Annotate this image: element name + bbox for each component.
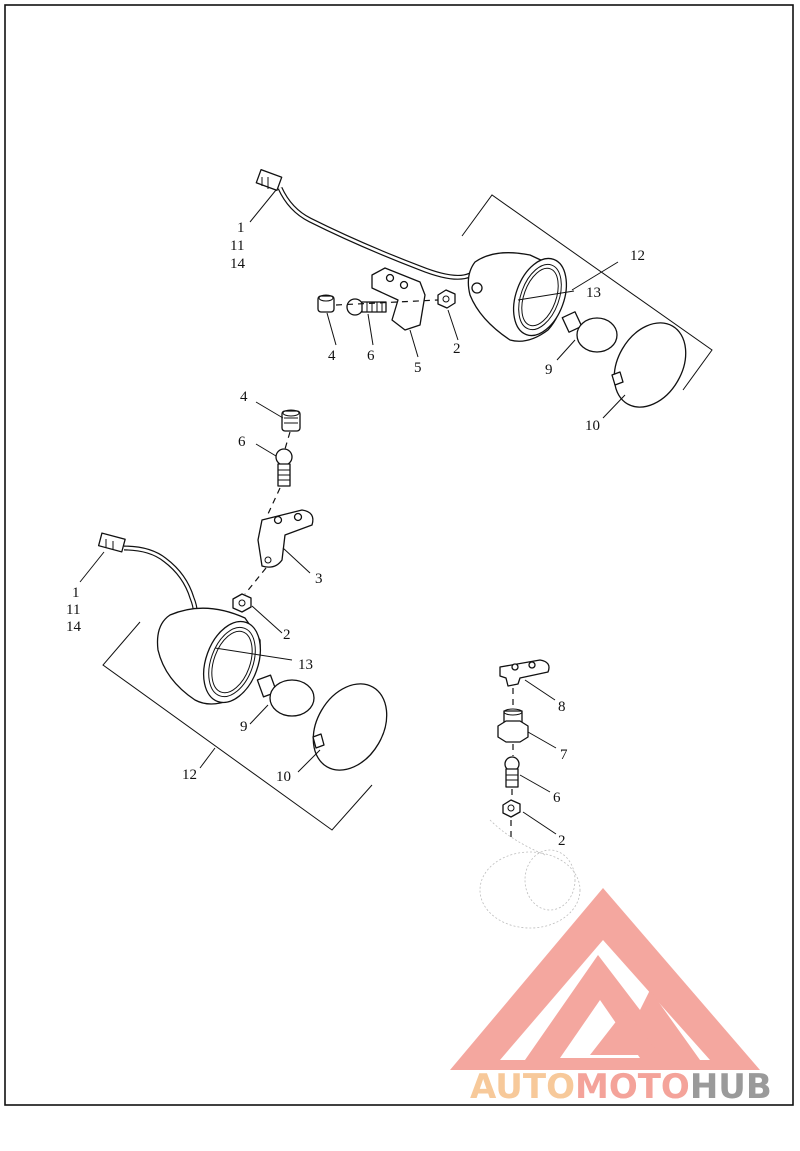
callout-13: 13 — [586, 285, 601, 301]
callout-10: 10 — [276, 769, 291, 785]
stud-part — [504, 756, 520, 788]
callout-11: 11 — [66, 602, 80, 618]
stud-part — [346, 298, 387, 316]
callout-8: 8 — [558, 699, 566, 715]
callout-3: 3 — [315, 571, 323, 587]
callout-2: 2 — [558, 833, 566, 849]
watermark-logo: AUTOMOTOHUB — [450, 888, 772, 1107]
set-screw-part — [317, 294, 335, 313]
nut-part — [232, 593, 252, 613]
watermark-text: AUTOMOTOHUB — [470, 1067, 772, 1107]
bracket-part — [257, 509, 314, 568]
spacer-part — [497, 708, 529, 743]
callout-13: 13 — [298, 657, 313, 673]
callout-7: 7 — [560, 747, 568, 763]
callout-6: 6 — [367, 348, 375, 364]
callout-1: 1 — [72, 585, 80, 601]
callout-6: 6 — [238, 434, 246, 450]
lens-part — [611, 322, 687, 408]
nut-part — [437, 289, 456, 309]
callout-9: 9 — [545, 362, 553, 378]
connector-part — [255, 169, 283, 191]
triangle-m-logo-icon — [450, 888, 760, 1070]
callout-5: 5 — [414, 360, 422, 376]
bulb-part — [256, 674, 315, 717]
callout-2: 2 — [283, 627, 291, 643]
middle-turn-signal-assembly: 4 6 3 1 11 14 2 13 9 12 10 — [66, 389, 388, 831]
connector-part — [97, 532, 126, 553]
group-bracket-line — [461, 194, 713, 391]
nut-part — [502, 799, 521, 818]
right-mount-assembly: 8 7 6 2 — [479, 659, 581, 929]
lens-part — [312, 683, 388, 771]
callout-9: 9 — [240, 719, 248, 735]
stud-part — [275, 448, 293, 487]
group-bracket-line — [102, 621, 373, 831]
ghost-lamp-outline — [479, 819, 581, 929]
callout-2: 2 — [453, 341, 461, 357]
set-screw-part — [281, 409, 301, 432]
callout-4: 4 — [240, 389, 248, 405]
callout-10: 10 — [585, 418, 600, 434]
callout-14: 14 — [66, 619, 82, 635]
lamp-housing-part — [467, 252, 568, 342]
bracket-part — [371, 267, 426, 331]
callout-4: 4 — [328, 348, 336, 364]
callout-14: 14 — [230, 256, 246, 272]
bulb-part — [561, 311, 618, 353]
callout-11: 11 — [230, 238, 244, 254]
callout-6: 6 — [553, 790, 561, 806]
callout-1: 1 — [237, 220, 245, 236]
top-turn-signal-assembly: 1 11 14 12 13 4 6 5 2 9 10 — [230, 169, 713, 434]
callout-12: 12 — [182, 767, 197, 783]
lamp-housing-part — [156, 607, 261, 705]
bracket-part — [499, 659, 550, 687]
callout-12: 12 — [630, 248, 645, 264]
page-border — [4, 4, 794, 1106]
